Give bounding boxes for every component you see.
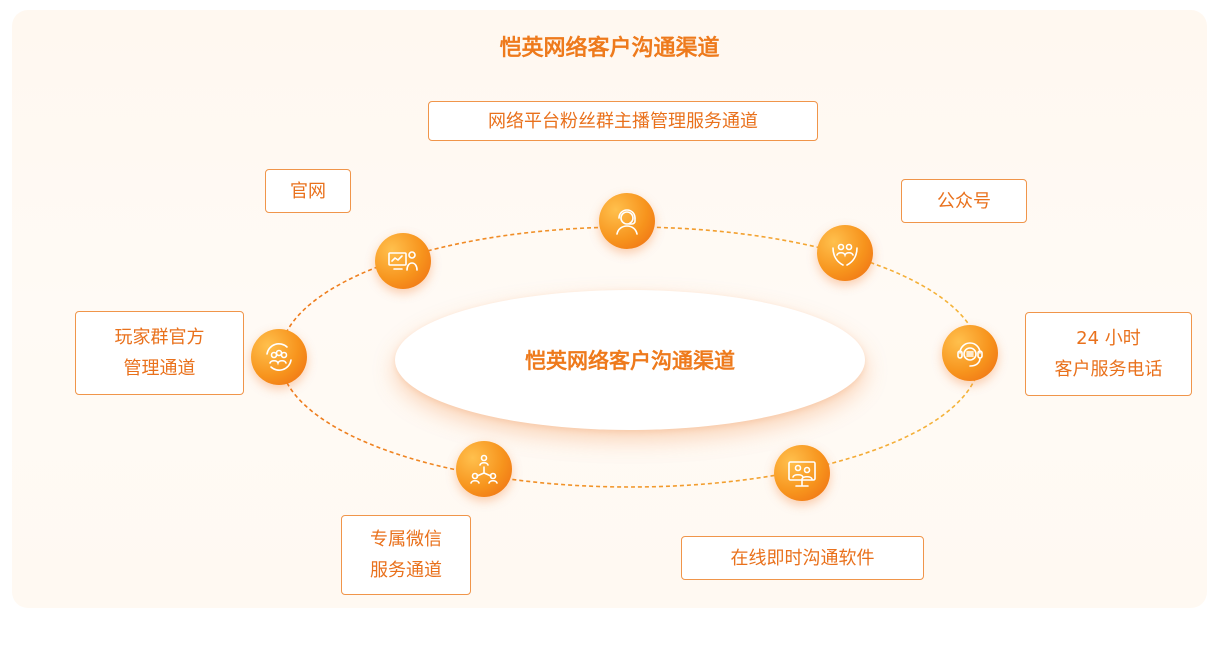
center-label: 恺英网络客户沟通渠道: [525, 349, 735, 373]
computer-user-icon: [375, 233, 431, 289]
center-ellipse: 恺英网络客户沟通渠道: [395, 290, 865, 430]
label-wechat-channel: 专属微信 服务通道: [341, 515, 471, 595]
diagram-title: 恺英网络客户沟通渠道: [499, 36, 720, 61]
call-center-icon: [942, 325, 998, 381]
label-player-group-channel: 玩家群官方 管理通道: [75, 311, 244, 395]
label-official-website: 官网: [265, 169, 351, 213]
network-people-icon: [456, 441, 512, 497]
video-chat-monitor-icon: [774, 445, 830, 501]
hands-group-icon: [817, 225, 873, 281]
label-official-account: 公众号: [901, 179, 1027, 223]
headset-agent-icon: [599, 193, 655, 249]
label-24h-service-phone: 24 小时 客户服务电话: [1025, 312, 1192, 396]
label-fan-group-streamer-channel: 网络平台粉丝群主播管理服务通道: [428, 101, 818, 141]
label-instant-messaging: 在线即时沟通软件: [681, 536, 924, 580]
group-cycle-icon: [251, 329, 307, 385]
